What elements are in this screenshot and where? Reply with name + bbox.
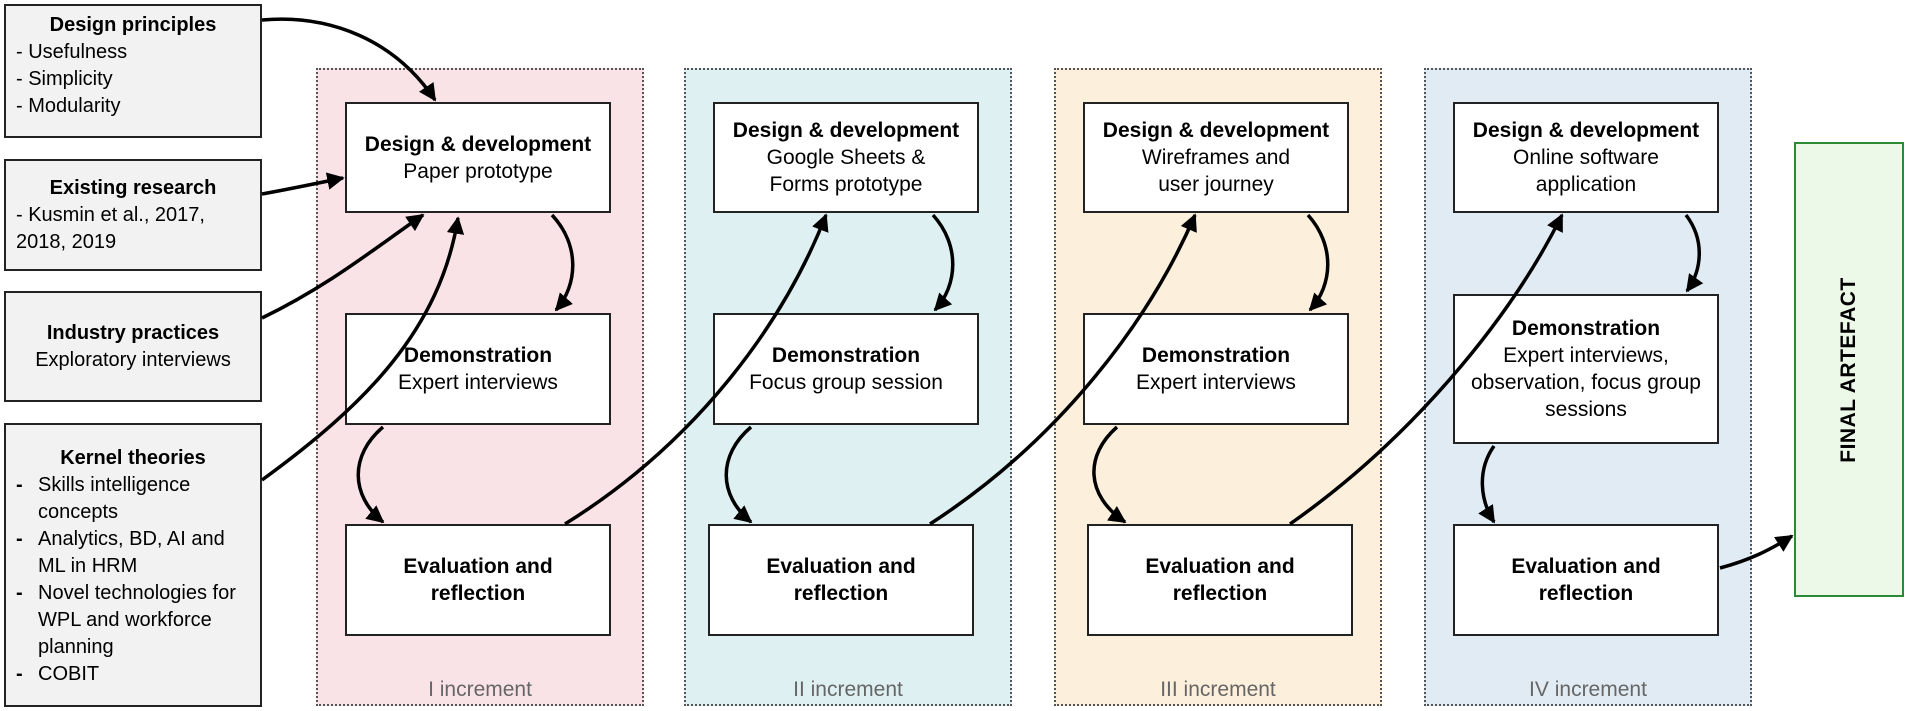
kernel-theories-item: -COBIT [16,663,100,685]
increment-1-demo-step: Demonstration Expert interviews [345,313,611,425]
existing-research-item: - Kusmin et al., 2017, [16,204,205,226]
kernel-theories-item: -Analytics, BD, AI and ML in HRM [16,528,225,577]
arrow-inc3-design-demo [1306,213,1330,312]
kernel-theories-item: -Novel technologies for WPL and workforc… [16,582,236,658]
arrow-inc1-design-demo [550,213,575,312]
arrow-inc4-design-demo [1684,213,1704,293]
industry-practices-box: Industry practices Exploratory interview… [4,291,262,402]
arrow-inc3-demo-eval [1092,425,1127,524]
increment-4-label: IV increment [1529,678,1647,701]
design-principles-item: - Simplicity [16,68,113,90]
design-principles-title: Design principles [49,14,217,36]
arrow-design-principles [261,17,437,102]
step-subtitle: Expert interviews [1136,371,1296,394]
increment-2-label: II increment [793,678,903,701]
increment-1-label: I increment [428,678,532,701]
arrow-industry-practices [261,213,425,320]
kernel-theories-box: Kernel theories -Skills intelligence con… [4,423,262,707]
step-subtitle: Focus group session [749,371,943,394]
step-title: Demonstration [1511,317,1661,340]
step-subtitle: Online software application [1513,146,1659,196]
step-subtitle: Paper prototype [403,159,553,183]
step-title: Evaluation and reflection [1511,555,1661,605]
arrow-inc2-demo-eval [724,425,753,524]
kernel-theories-title: Kernel theories [60,447,206,469]
design-principles-box: Design principles - Usefulness - Simplic… [4,4,262,138]
arrow-existing-research [261,172,345,196]
step-title: Design & development [732,119,960,142]
step-subtitle: Expert interviews [398,371,558,394]
step-title: Design & development [1102,119,1330,142]
step-title: Evaluation and reflection [1145,555,1295,605]
existing-research-box: Existing research - Kusmin et al., 2017,… [4,159,262,271]
arrow-kernel-theories [260,216,465,482]
increment-3-eval-step: Evaluation and reflection [1087,524,1353,636]
increment-2-design-step: Design & development Google Sheets & For… [713,102,979,213]
arrow-inc2-to-inc3 [929,213,1197,526]
existing-research-title: Existing research [49,177,217,199]
step-title: Evaluation and reflection [403,555,553,605]
increment-4-design-step: Design & development Online software app… [1453,102,1719,213]
design-principles-item: - Modularity [16,95,121,117]
increment-3-label: III increment [1160,678,1276,701]
step-title: Demonstration [1141,344,1291,367]
kernel-theories-item: -Skills intelligence concepts [16,474,191,523]
increment-1-design-step: Design & development Paper prototype [345,102,611,213]
step-title: Demonstration [403,344,553,367]
arrow-inc1-demo-eval [356,425,385,524]
step-title: Design & development [1472,119,1700,142]
final-artefact-box: FINAL ARTEFACT [1794,142,1904,597]
step-title: Design & development [364,132,592,156]
arrow-inc4-to-final [1719,534,1794,570]
design-principles-item: - Usefulness [16,41,128,63]
increment-2-demo-step: Demonstration Focus group session [713,313,979,425]
industry-practices-title: Industry practices [46,322,220,344]
industry-practices-subtitle: Exploratory interviews [35,349,231,371]
arrow-inc2-design-demo [931,213,955,312]
increment-4-eval-step: Evaluation and reflection [1453,524,1719,636]
arrow-inc1-to-inc2 [564,213,829,526]
arrow-inc3-to-inc4 [1288,213,1564,526]
increment-2-eval-step: Evaluation and reflection [708,524,974,636]
step-subtitle: Wireframes and user journey [1141,146,1291,196]
step-title: Demonstration [771,344,921,367]
increment-3-design-step: Design & development Wireframes and user… [1083,102,1349,213]
arrow-inc4-demo-eval [1478,444,1496,524]
step-subtitle: Expert interviews, observation, focus gr… [1471,344,1701,421]
increment-1-eval-step: Evaluation and reflection [345,524,611,636]
existing-research-item: 2018, 2019 [16,231,117,253]
step-title: Evaluation and reflection [766,555,916,605]
step-subtitle: Google Sheets & Forms prototype [766,146,926,196]
